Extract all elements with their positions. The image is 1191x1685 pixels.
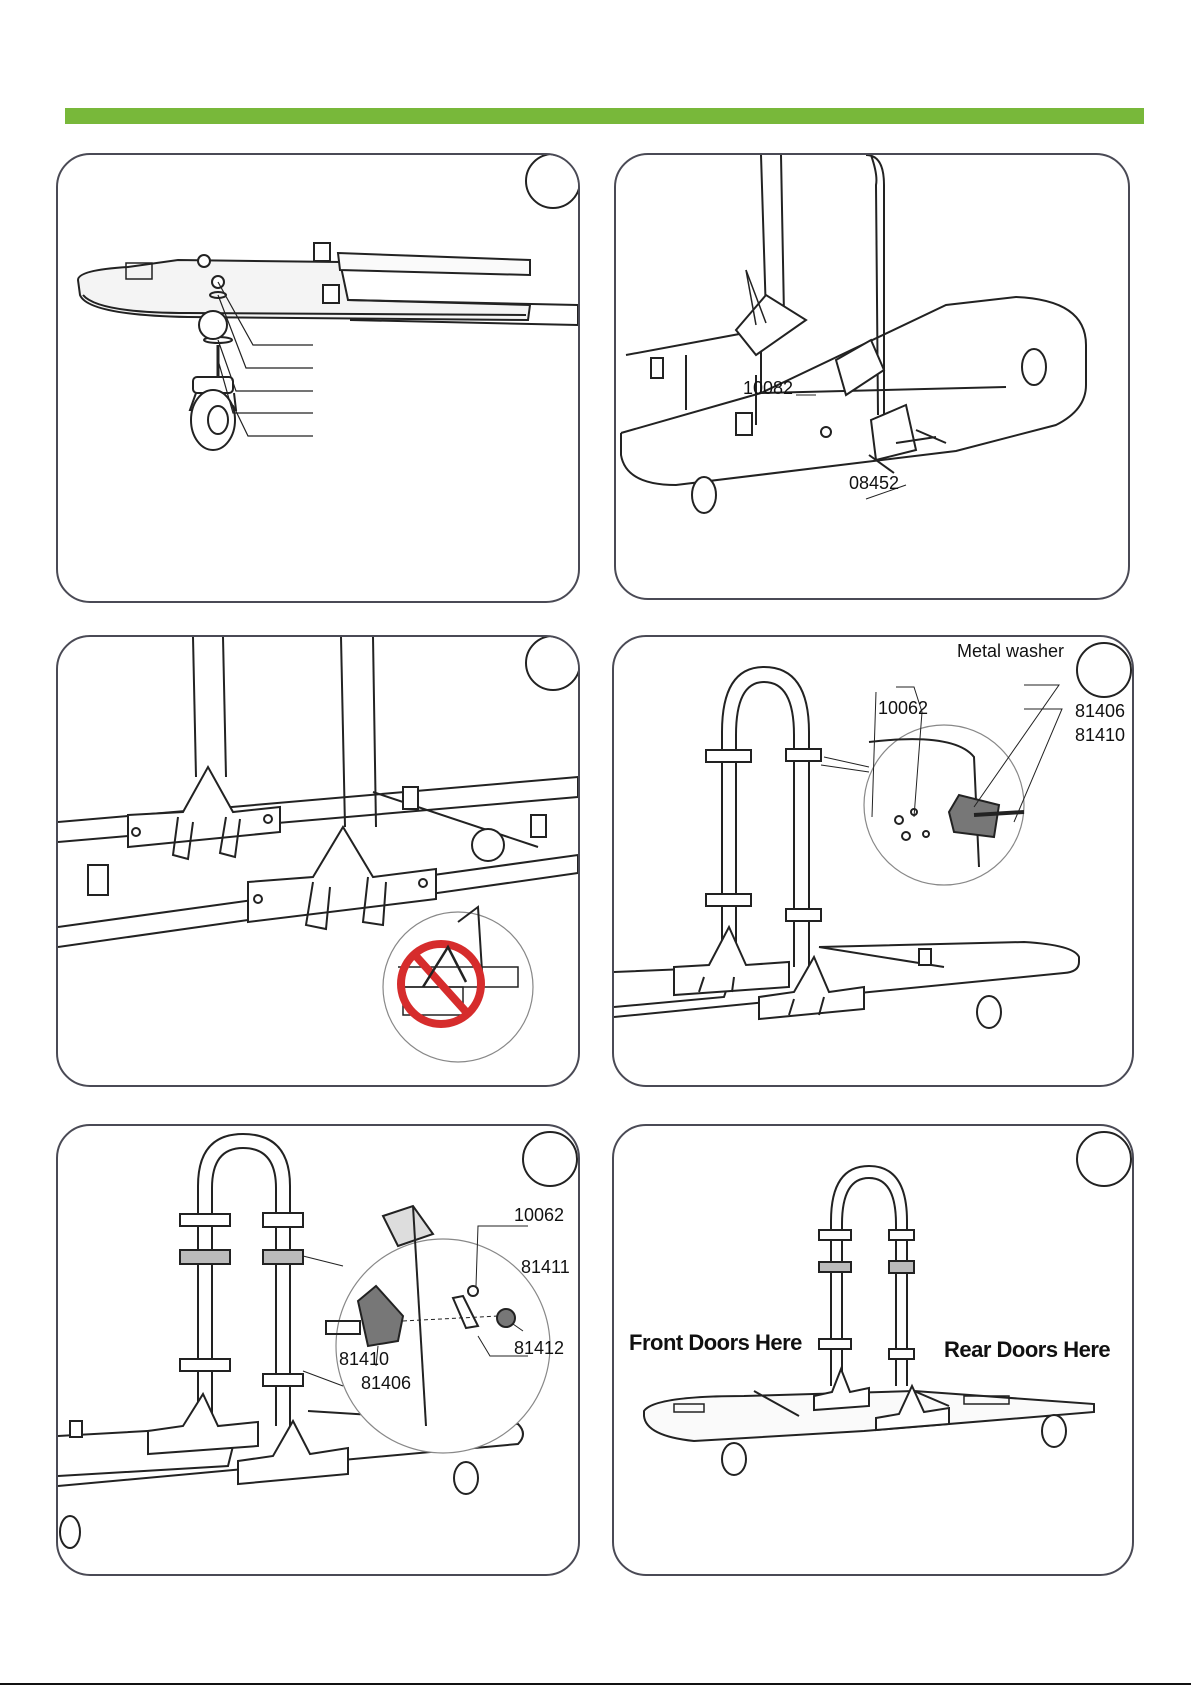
step-6-panel: Front Doors Here Rear Doors Here <box>612 1124 1134 1576</box>
callout-08452: 08452 <box>849 473 899 494</box>
callout-81406: 81406 <box>361 1373 411 1394</box>
rear-doors-label: Rear Doors Here <box>944 1337 1110 1363</box>
callout-81410: 81410 <box>339 1349 389 1370</box>
step-1-panel <box>56 153 580 603</box>
callout-metal-washer: Metal washer <box>957 641 1064 662</box>
step-5-number-circle <box>522 1131 578 1187</box>
front-doors-label: Front Doors Here <box>629 1330 802 1356</box>
step-1-illustration <box>58 155 580 603</box>
callout-10062: 10062 <box>878 698 928 719</box>
step-2-illustration <box>616 155 1130 600</box>
callout-81411: 81411 <box>521 1257 570 1278</box>
step-3-number-circle <box>525 635 580 691</box>
step-1-number-circle <box>525 153 580 209</box>
step-3-illustration <box>58 637 580 1087</box>
step-6-number-circle <box>1076 1131 1132 1187</box>
callout-81412: 81412 <box>514 1338 564 1359</box>
callout-81410: 81410 <box>1075 725 1125 746</box>
step-4-panel: Metal washer 10062 81406 81410 <box>612 635 1134 1087</box>
callout-81406: 81406 <box>1075 701 1125 722</box>
step-5-illustration <box>58 1126 580 1576</box>
step-3-panel <box>56 635 580 1087</box>
step-2-panel: 10082 08452 <box>614 153 1130 600</box>
callout-10062: 10062 <box>514 1205 564 1226</box>
callout-10082: 10082 <box>743 378 793 399</box>
step-5-panel: 10062 81411 81412 81410 81406 <box>56 1124 580 1576</box>
header-accent-bar <box>65 108 1144 124</box>
step-4-number-circle <box>1076 642 1132 698</box>
step-4-illustration <box>614 637 1134 1087</box>
